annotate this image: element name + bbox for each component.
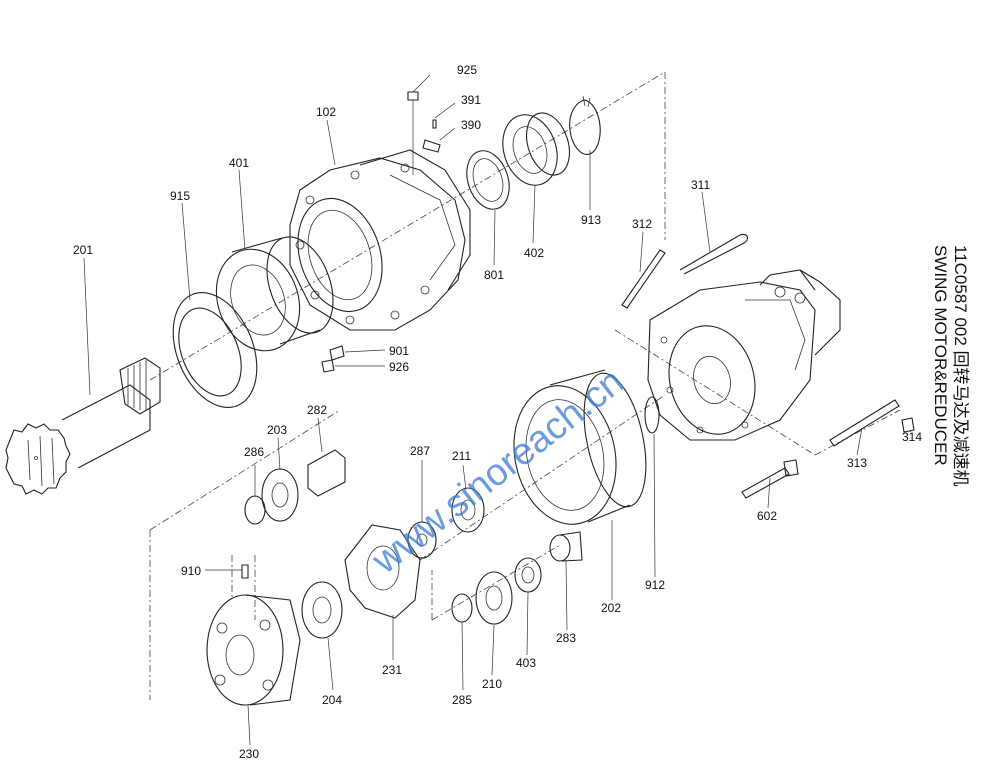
title-line-2: SWING MOTOR&REDUCER	[931, 245, 950, 466]
part-102-housing	[289, 149, 471, 331]
label-801: 801	[484, 268, 504, 282]
part-403-needle-bearing	[514, 557, 542, 593]
label-390: 390	[461, 118, 481, 132]
part-202-ring-gear	[513, 369, 647, 525]
part-602-bolt	[741, 459, 799, 499]
part-283-bushing	[549, 531, 583, 562]
part-230-carrier	[206, 594, 301, 706]
label-202: 202	[601, 601, 621, 615]
part-401-bearing	[215, 236, 334, 352]
part-915-thrust-washer	[172, 292, 258, 408]
part-231-carrier-plate	[344, 524, 421, 619]
part-204-gear	[301, 581, 343, 639]
assembly-centerlines	[149, 71, 901, 700]
label-201: 201	[73, 243, 93, 257]
label-204: 204	[322, 693, 342, 707]
part-285-washer	[451, 593, 473, 623]
part-labels: 925 391 390 102 401 915 201 913 402 801 …	[73, 63, 922, 761]
leader-lines	[83, 74, 913, 746]
label-602: 602	[757, 509, 777, 523]
label-231: 231	[382, 663, 402, 677]
label-314: 314	[902, 430, 922, 444]
watermark-text: www.sinoreach.cn	[364, 360, 632, 582]
part-313-314-shaft	[829, 399, 915, 447]
diagram-title: 11C0587 002 回转马达及减速机 SWING MOTOR&REDUCER	[931, 245, 970, 487]
label-313: 313	[847, 456, 867, 470]
part-912-snap-ring	[644, 396, 660, 434]
label-287: 287	[410, 444, 430, 458]
part-312-311-rods	[621, 233, 749, 309]
label-102: 102	[316, 105, 336, 119]
label-910: 910	[181, 564, 201, 578]
label-391: 391	[461, 93, 481, 107]
label-210: 210	[482, 677, 502, 691]
part-286-washer	[244, 495, 266, 525]
label-926: 926	[389, 360, 409, 374]
label-901: 901	[389, 344, 409, 358]
part-913-snap-ring	[569, 95, 601, 156]
part-swing-motor	[647, 269, 841, 441]
label-312: 312	[632, 217, 652, 231]
title-line-1: 11C0587 002 回转马达及减速机	[951, 245, 970, 487]
part-282-pin	[307, 449, 346, 497]
part-211-gear	[451, 487, 485, 533]
part-910-pin	[241, 564, 249, 579]
part-201-pinion-shaft	[5, 357, 161, 495]
label-401: 401	[229, 156, 249, 170]
small-fasteners	[321, 91, 441, 373]
label-230: 230	[239, 747, 259, 761]
part-210-gear	[475, 571, 513, 625]
label-913: 913	[581, 213, 601, 227]
label-402: 402	[524, 246, 544, 260]
label-203: 203	[267, 423, 287, 437]
part-203-gear	[261, 468, 299, 522]
label-925: 925	[457, 63, 477, 77]
label-286: 286	[244, 445, 264, 459]
label-912: 912	[645, 578, 665, 592]
label-211: 211	[452, 449, 471, 463]
label-311: 311	[691, 178, 710, 192]
label-283: 283	[556, 631, 576, 645]
label-403: 403	[516, 656, 536, 670]
label-282: 282	[307, 403, 327, 417]
label-285: 285	[452, 693, 472, 707]
part-402-bearing	[502, 112, 570, 186]
part-801-seal	[466, 150, 510, 210]
label-915: 915	[170, 189, 190, 203]
